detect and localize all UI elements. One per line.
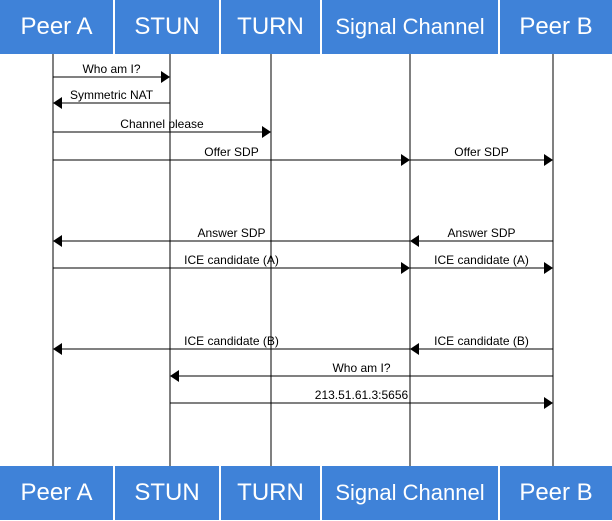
message-label: Channel please (120, 117, 204, 131)
arrowhead (401, 262, 410, 274)
arrowhead (262, 126, 271, 138)
message-5-offer-sdp: Offer SDP (410, 145, 553, 166)
participant-peer-a-top: Peer A (0, 0, 113, 54)
message-13-213-51-61-3-5656: 213.51.61.3:5656 (170, 388, 553, 409)
message-label: Who am I? (332, 361, 390, 375)
participant-turn-bottom: TURN (221, 466, 320, 520)
arrowhead (161, 71, 170, 83)
message-9-ice-candidate-a: ICE candidate (A) (410, 253, 553, 274)
message-6-answer-sdp: Answer SDP (53, 226, 410, 247)
arrowhead (53, 97, 62, 109)
arrowhead (401, 154, 410, 166)
arrowhead (410, 235, 419, 247)
participant-peer-a-bottom: Peer A (0, 466, 113, 520)
message-7-answer-sdp: Answer SDP (410, 226, 553, 247)
arrowhead (53, 343, 62, 355)
message-label: Offer SDP (204, 145, 258, 159)
message-label: Offer SDP (454, 145, 508, 159)
message-12-who-am-i: Who am I? (170, 361, 553, 382)
arrowhead (544, 154, 553, 166)
message-10-ice-candidate-b: ICE candidate (B) (53, 334, 410, 355)
arrowhead (170, 370, 179, 382)
message-4-offer-sdp: Offer SDP (53, 145, 410, 166)
message-11-ice-candidate-b: ICE candidate (B) (410, 334, 553, 355)
arrowhead (53, 235, 62, 247)
participant-turn-top: TURN (221, 0, 320, 54)
message-label: ICE candidate (A) (184, 253, 279, 267)
message-label: 213.51.61.3:5656 (315, 388, 409, 402)
arrowhead (544, 397, 553, 409)
participant-header-top: Peer A STUN TURN Signal Channel Peer B (0, 0, 612, 54)
message-label: Who am I? (82, 62, 140, 76)
message-label: ICE candidate (B) (184, 334, 279, 348)
message-label: ICE candidate (B) (434, 334, 529, 348)
message-8-ice-candidate-a: ICE candidate (A) (53, 253, 410, 274)
message-label: Symmetric NAT (70, 88, 154, 102)
message-1-who-am-i: Who am I? (53, 62, 170, 83)
arrowhead (410, 343, 419, 355)
participant-signal-channel-bottom: Signal Channel (322, 466, 498, 520)
participant-peer-b-bottom: Peer B (500, 466, 612, 520)
participant-stun-bottom: STUN (115, 466, 219, 520)
message-label: Answer SDP (447, 226, 515, 240)
message-2-symmetric-nat: Symmetric NAT (53, 88, 170, 109)
participant-header-bottom: Peer A STUN TURN Signal Channel Peer B (0, 466, 612, 520)
message-3-channel-please: Channel please (53, 117, 271, 138)
participant-signal-channel-top: Signal Channel (322, 0, 498, 54)
message-label: ICE candidate (A) (434, 253, 529, 267)
participant-peer-b-top: Peer B (500, 0, 612, 54)
message-label: Answer SDP (197, 226, 265, 240)
arrowhead (544, 262, 553, 274)
participant-stun-top: STUN (115, 0, 219, 54)
